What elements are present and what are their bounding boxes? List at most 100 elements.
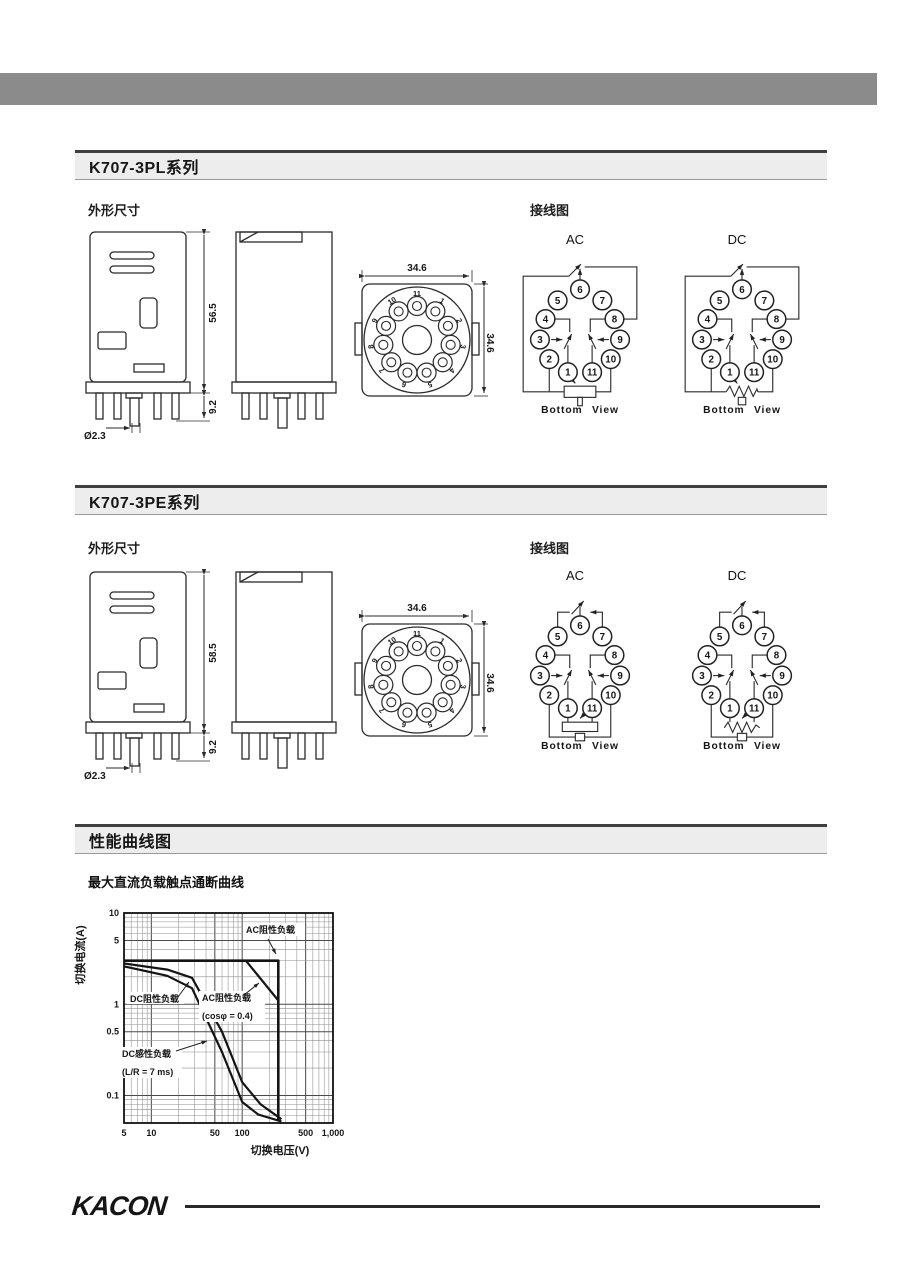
socket-pin — [437, 655, 459, 676]
socket-pin-number: 1 — [438, 296, 446, 306]
dim-depth: 34.6 — [484, 333, 495, 353]
wiring-pin-number: 1 — [565, 704, 571, 715]
wiring-pin-number: 3 — [699, 671, 705, 682]
wiring-pin-circle — [701, 685, 722, 706]
bottom-view-label: Bottom View — [703, 405, 781, 416]
socket-pin — [381, 692, 402, 713]
wiring-pin-circle — [762, 685, 783, 706]
wiring-pin-number: 8 — [612, 315, 618, 326]
curve-label: (L/R = 7 ms) — [122, 1067, 173, 1077]
wiring-pin-number: 5 — [717, 632, 723, 643]
curve-label: DC阻性负载 — [130, 993, 179, 1004]
x-tick: 100 — [235, 1128, 250, 1138]
socket-pin — [425, 641, 446, 662]
wiring-pin-number: 9 — [617, 671, 623, 682]
wiring-pin-circle — [719, 362, 740, 383]
socket-pin-number: 2 — [454, 317, 464, 325]
dim-depth: 34.6 — [484, 673, 495, 693]
wiring-pin-circle — [610, 329, 631, 350]
socket-pin — [388, 641, 409, 662]
wiring-pin-circle — [592, 626, 613, 647]
wiring-pin-number: 10 — [767, 355, 778, 366]
socket-pin-number: 6 — [401, 720, 408, 730]
socket-pin — [388, 301, 409, 322]
dim-width: 34.6 — [407, 603, 427, 614]
wiring-pin-number: 11 — [587, 368, 598, 379]
dim-pin-diameter: Ø2.3 — [84, 431, 106, 442]
socket-pin-number: 2 — [454, 657, 464, 665]
socket-pin-number: 8 — [366, 684, 376, 689]
socket-pin-number: 10 — [386, 635, 398, 647]
wiring-pin-circle — [600, 349, 621, 370]
wiring-pin-number: 8 — [774, 315, 780, 326]
wiring-pin-number: 9 — [779, 335, 785, 346]
wiring-pin-circle — [557, 698, 578, 719]
wiring-pin-circle — [762, 349, 783, 370]
bottom-view-label: Bottom View — [541, 405, 619, 416]
socket-pin-number: 1 — [438, 636, 446, 646]
wiring-pin-number: 10 — [605, 355, 616, 366]
wiring-pin-circle — [691, 329, 712, 350]
wiring-pin-number: 8 — [774, 651, 780, 662]
y-axis-title: 切换电流(A) — [73, 925, 87, 985]
wiring-pin-circle — [535, 645, 556, 666]
dimension-lines — [106, 229, 488, 433]
curve-series — [245, 960, 280, 1002]
wiring-pin-circle — [535, 309, 556, 330]
socket-pin-number: 9 — [370, 317, 380, 325]
socket-pin-number: 5 — [427, 720, 434, 730]
dim-width: 34.6 — [407, 263, 427, 274]
socket-pin-number: 6 — [401, 380, 408, 390]
wiring-pin-number: 6 — [577, 285, 583, 296]
wiring-pin-circle — [731, 279, 753, 300]
wiring-pin-number: 2 — [547, 355, 553, 366]
wiring-pin-circle — [592, 290, 613, 311]
wiring-pin-number: 2 — [709, 691, 715, 702]
socket-pin — [425, 301, 446, 322]
dim-pin-diameter: Ø2.3 — [84, 771, 106, 782]
ac-label-3pl: AC — [565, 232, 585, 247]
wiring-lines — [710, 600, 774, 742]
wiring-pin-circle — [754, 626, 775, 647]
socket-pin — [432, 352, 453, 373]
socket-pin-number: 7 — [377, 706, 387, 715]
dimensions-label-3pl: 外形尺寸 — [88, 203, 141, 218]
curves — [123, 959, 283, 1123]
wiring-pin-circle — [772, 665, 793, 686]
x-tick: 50 — [210, 1128, 220, 1138]
wiring-pin-number: 7 — [600, 632, 605, 643]
curve-series — [123, 962, 283, 1121]
wiring-pin-circle — [697, 645, 718, 666]
wiring-pin-circle — [610, 665, 631, 686]
wiring-pin-circle — [539, 685, 560, 706]
socket-pin — [440, 674, 461, 695]
top-gray-bar — [0, 73, 877, 105]
socket-pin — [397, 702, 418, 723]
wiring-pin-number: 4 — [543, 315, 549, 326]
curve-label: DC感性负载 — [122, 1048, 171, 1059]
wiring-pin-number: 6 — [739, 621, 745, 632]
socket-pin-number: 7 — [377, 366, 387, 375]
wiring-pin-circle — [539, 349, 560, 370]
wiring-pin-number: 6 — [739, 285, 745, 296]
wiring-pin-number: 9 — [779, 671, 785, 682]
ac-label-3pe: AC — [565, 568, 585, 583]
wiring-pin-circle — [582, 362, 603, 383]
section-header-3pl: K707-3PL系列 — [75, 150, 827, 180]
section-header-performance: 性能曲线图 — [75, 824, 827, 854]
y-tick: 1 — [114, 999, 119, 1009]
wiring-pin-number: 9 — [617, 335, 623, 346]
wiring-pin-circle — [709, 290, 730, 311]
socket-pin — [437, 315, 459, 336]
y-tick: 5 — [114, 935, 119, 945]
wiring-pin-number: 2 — [709, 355, 715, 366]
x-tick: 1,000 — [322, 1128, 345, 1138]
